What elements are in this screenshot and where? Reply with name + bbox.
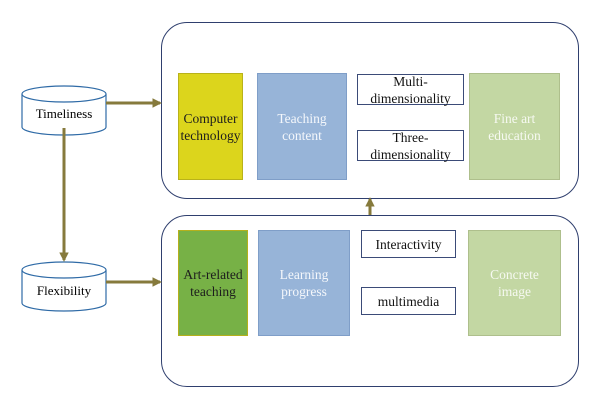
multimedia-label: multimedia xyxy=(377,293,440,309)
fine-art-education-box: Fine art education xyxy=(469,73,560,180)
learning-progress-label: Learning progress xyxy=(279,267,329,299)
concrete-image-label: Concrete image xyxy=(490,267,539,299)
computer-technology-label: Computer technology xyxy=(180,110,241,143)
teaching-content-label: Teaching content xyxy=(277,110,327,143)
flexibility-label: Flexibility xyxy=(37,283,92,298)
multi-dimensionality-label: Multi-dimensionality xyxy=(370,73,451,106)
three-dimensionality-label: Three-dimensionality xyxy=(370,129,451,162)
teaching-content-box: Teaching content xyxy=(257,73,347,180)
multimedia-box: multimedia xyxy=(361,287,456,315)
art-related-teaching-box: Art-related teaching xyxy=(178,230,248,336)
timeliness-label: Timeliness xyxy=(36,106,93,121)
art-related-teaching-label: Art-related teaching xyxy=(183,267,243,299)
three-dimensionality-box: Three-dimensionality xyxy=(357,129,464,162)
flexibility-cylinder: Flexibility xyxy=(21,261,107,312)
multi-dimensionality-box: Multi-dimensionality xyxy=(357,73,464,106)
concrete-image-box: Concrete image xyxy=(468,230,561,336)
timeliness-cylinder: Timeliness xyxy=(21,85,107,136)
interactivity-box: Interactivity xyxy=(361,230,456,258)
learning-progress-box: Learning progress xyxy=(258,230,350,336)
fine-art-education-label: Fine art education xyxy=(488,110,541,143)
interactivity-label: Interactivity xyxy=(375,236,442,252)
computer-technology-box: Computer technology xyxy=(178,73,243,180)
